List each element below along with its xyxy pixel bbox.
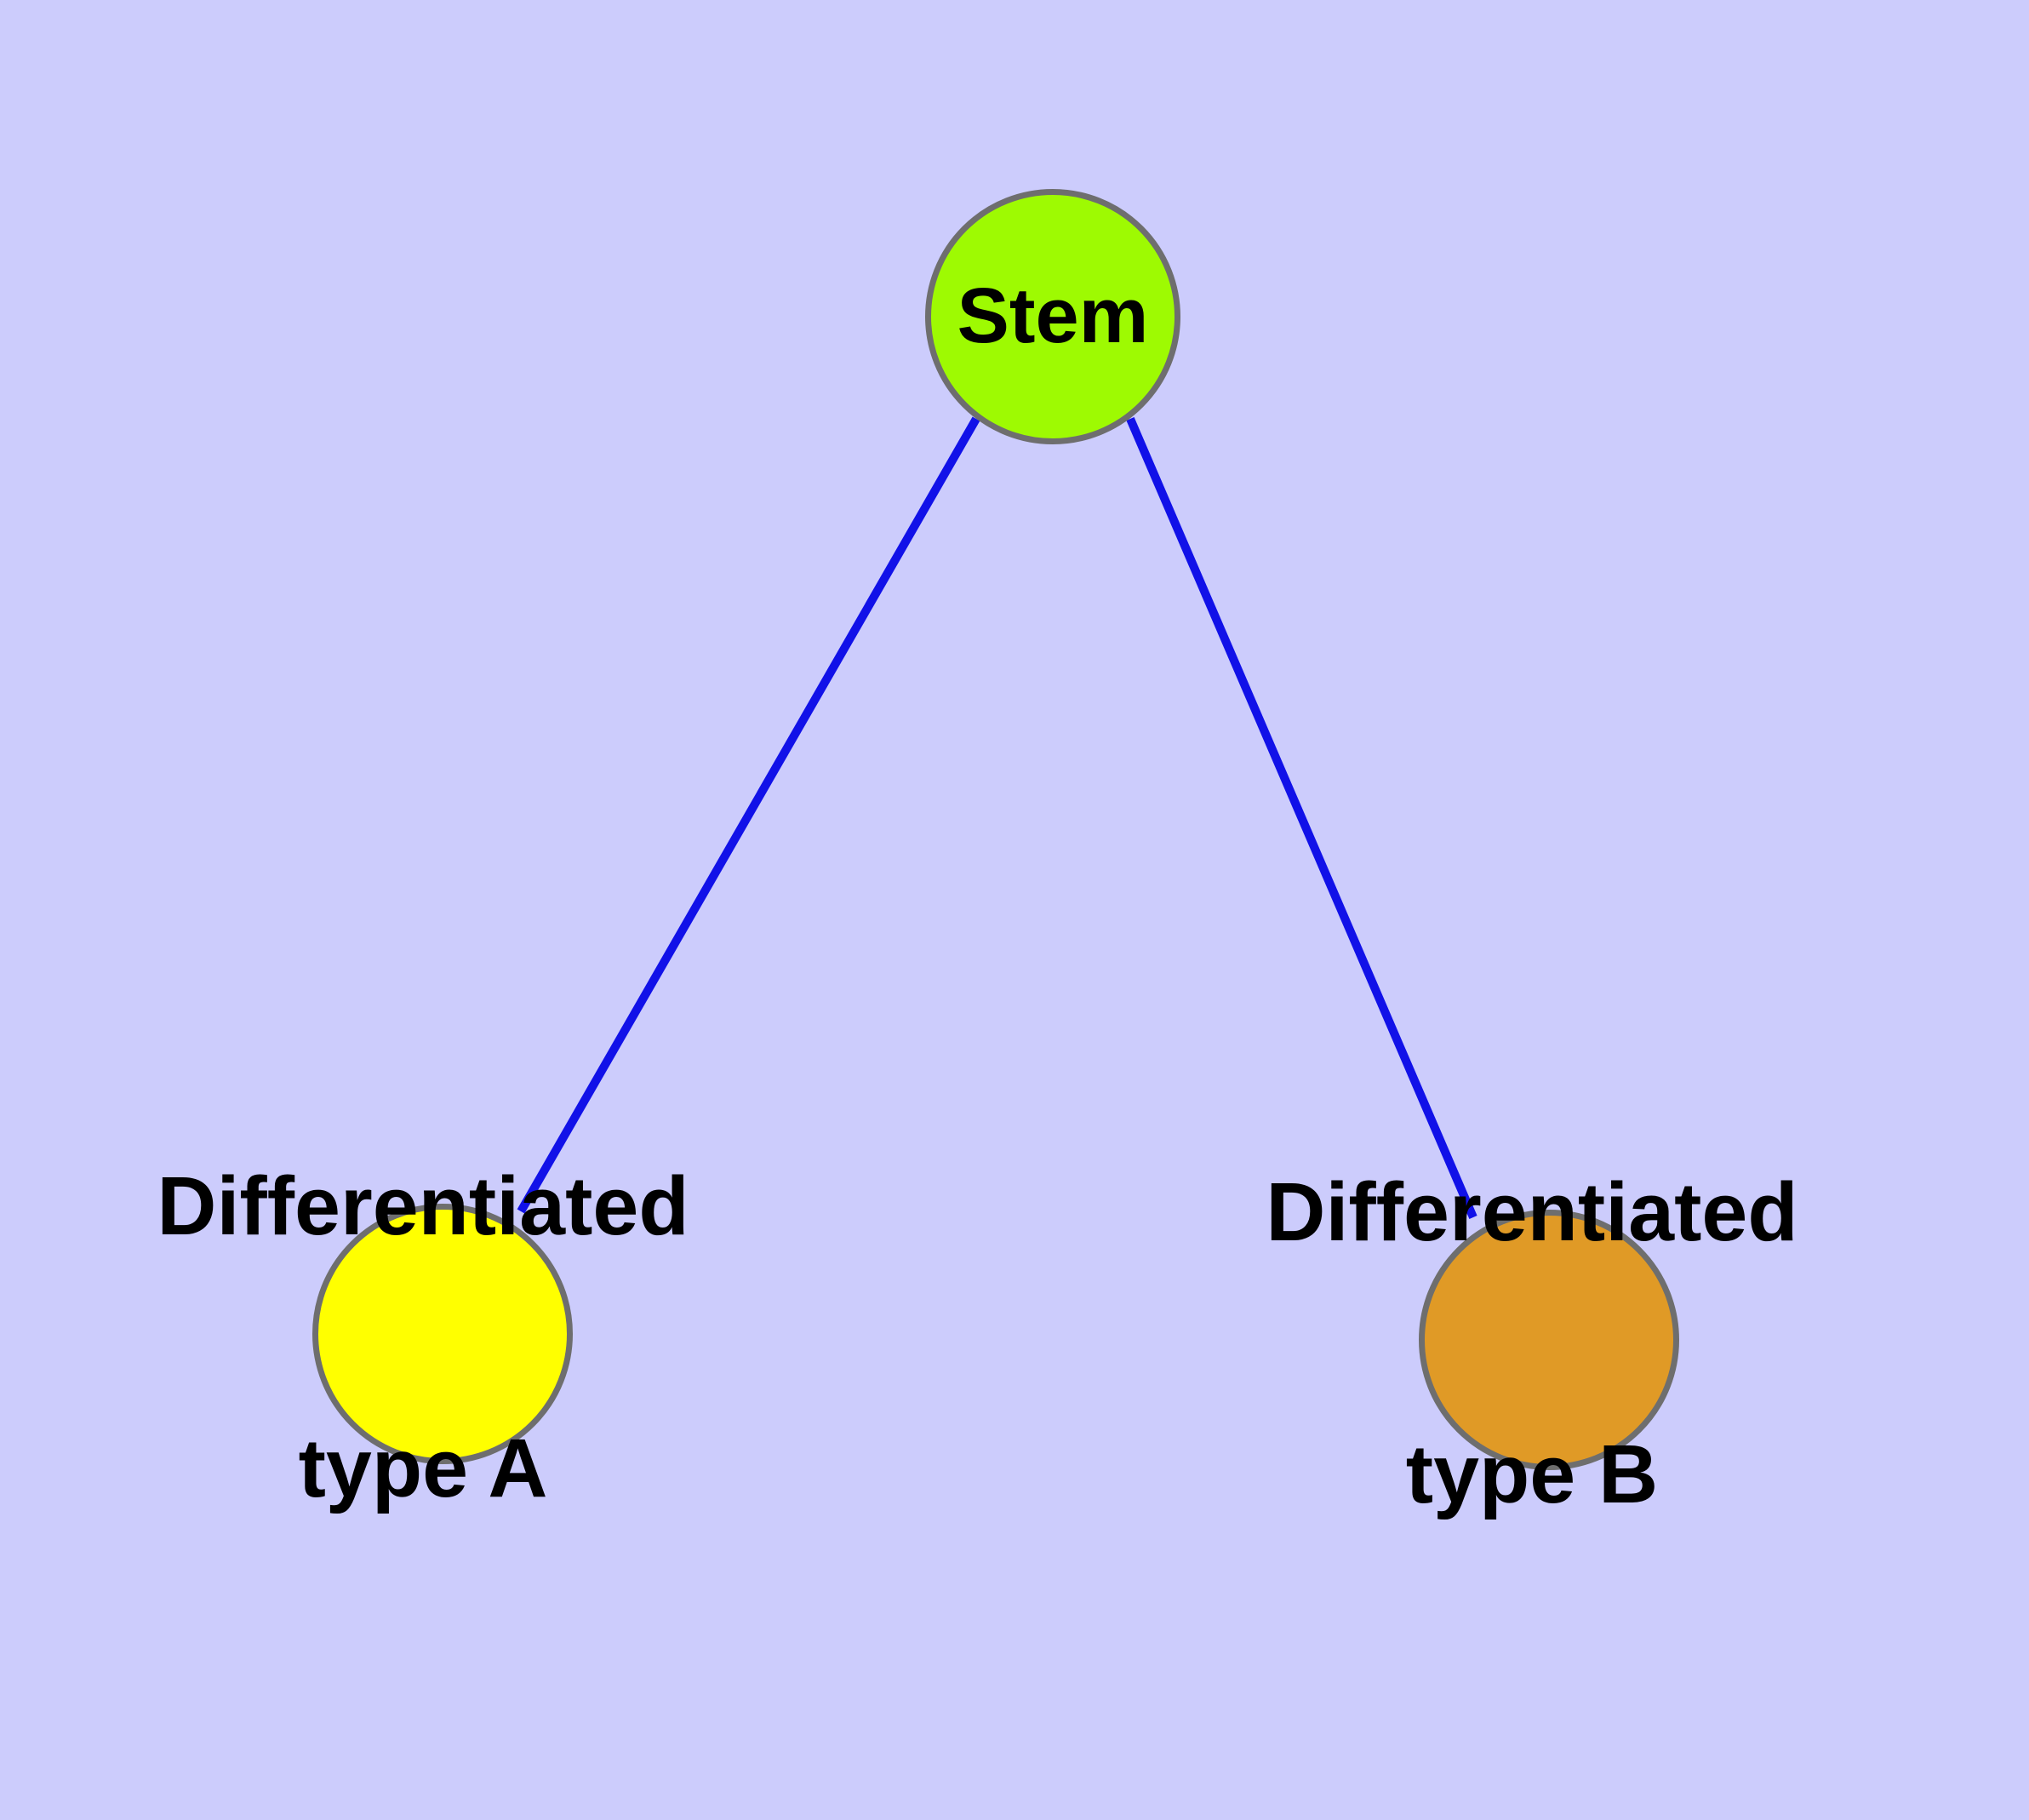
edge-stem-to-type-b[interactable] [1126,417,1477,1219]
node-differentiated-type-a[interactable] [312,1204,573,1464]
node-stem[interactable] [925,189,1180,444]
node-layer [312,189,1679,1470]
edge-stem-to-type-a[interactable] [517,416,980,1214]
node-differentiated-type-b[interactable] [1419,1210,1679,1470]
edge-layer [517,416,1477,1219]
